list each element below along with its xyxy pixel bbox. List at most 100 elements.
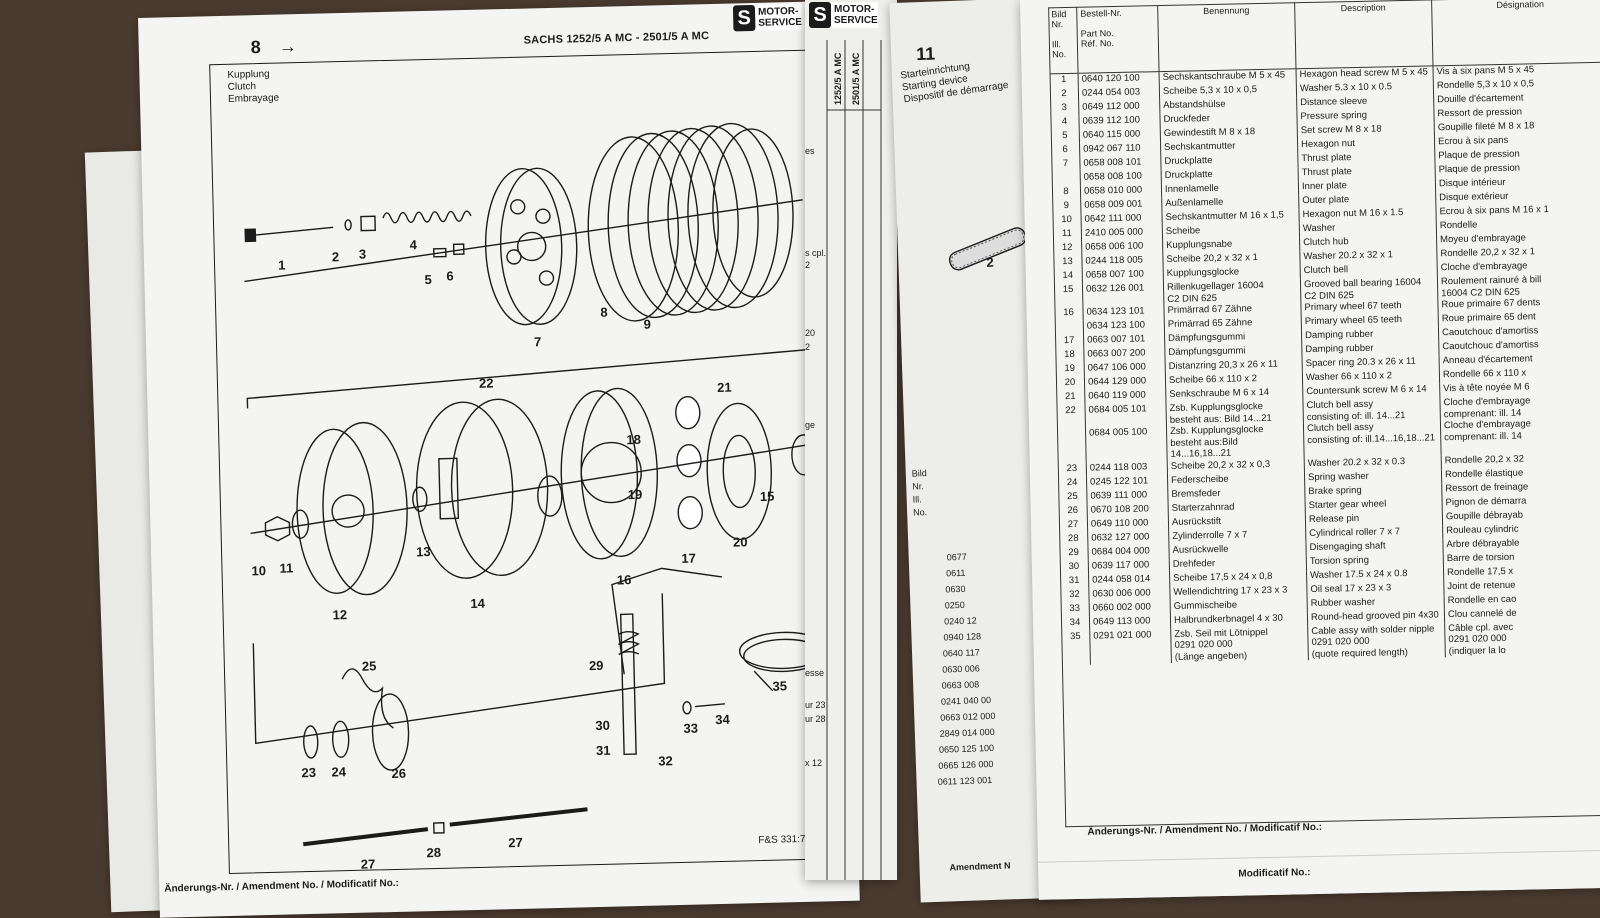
cell-ill-no: 23 xyxy=(1057,462,1087,477)
brand-top: MOTOR- xyxy=(834,4,875,15)
cell-ill-no: 34 xyxy=(1060,616,1090,631)
callout-20: 20 xyxy=(733,534,748,549)
cell-benennung: Zsb. Kupplungsglocke besteht aus: Bild 1… xyxy=(1165,400,1304,427)
callout-26: 26 xyxy=(391,766,406,781)
hdr-ill: Ill. xyxy=(912,494,922,505)
col-header-1252: 1252/5 A MC xyxy=(833,52,843,105)
callout-12: 12 xyxy=(332,607,347,622)
cell-part-no: 0291 021 000 xyxy=(1089,628,1172,665)
hdr-nr: Nr. xyxy=(912,481,924,492)
cell-ill-no: 6 xyxy=(1051,143,1080,159)
callout-16: 16 xyxy=(617,572,632,587)
part-number-fragment: 0663 008 xyxy=(941,679,980,691)
col-description: Description xyxy=(1294,0,1433,69)
page-number: 11 xyxy=(915,43,936,65)
cell-ill-no: 25 xyxy=(1058,490,1088,505)
cell-ill-no xyxy=(1051,171,1081,187)
callout-2: 2 xyxy=(986,254,994,270)
sachs-logo-strip: S MOTOR- SERVICE xyxy=(809,2,878,28)
diagram-page: 8 → SACHS 1252/5 A MC - 2501/5 A MC S MO… xyxy=(138,0,860,918)
cell-ill-no: 30 xyxy=(1059,560,1089,575)
callout-4: 4 xyxy=(409,237,417,252)
part-number-fragment: 0630 006 xyxy=(942,663,980,675)
arrow-icon: → xyxy=(278,36,297,57)
cell-ill-no: 15 xyxy=(1053,283,1083,308)
parts-list-page: Bild Nr. Ill. No. Bestell-Nr. Part No. R… xyxy=(1020,0,1600,900)
callout-27-right: 27 xyxy=(508,835,523,850)
cell-description: Grooved ball bearing 16004 C2 DIN 625 xyxy=(1300,276,1438,303)
part-number-fragment: 2849 014 000 xyxy=(939,726,995,739)
cell-benennung: Rillenkugellager 16004 C2 DIN 625 xyxy=(1163,279,1301,306)
hdr-bild: Bild xyxy=(911,468,927,479)
sachs-s-icon: S xyxy=(809,2,831,28)
cell-ill-no: 21 xyxy=(1056,390,1085,406)
cell-part-no: 0684 005 100 xyxy=(1085,426,1168,463)
callout-32: 32 xyxy=(658,753,673,768)
callout-3: 3 xyxy=(359,247,367,262)
callout-labels: 1 2 3 4 5 6 7 8 9 22 21 18 19 15 10 11 1… xyxy=(251,237,787,872)
part-number-fragment: 0611 123 001 xyxy=(937,774,993,787)
col-part-no: Bestell-Nr. Part No. Réf. No. xyxy=(1076,5,1160,74)
part-number-fragment: 0611 xyxy=(945,567,966,579)
callout-35: 35 xyxy=(772,678,787,693)
callout-28: 28 xyxy=(426,845,441,860)
clutch-exploded-diagram: 1 2 3 4 5 6 7 8 9 22 21 18 19 15 10 11 1… xyxy=(244,122,829,872)
page-title: SACHS 1252/5 A MC - 2501/5 A MC xyxy=(523,30,710,47)
part-number-fragment: 0240 12 xyxy=(943,615,977,627)
strip-fragment: ur 28 xyxy=(805,714,826,724)
cell-description: Clutch bell assy consisting of: ill. 14.… xyxy=(1302,397,1441,424)
cell-benennung: Zsb. Seil mit Lötnippel 0291 020 000 (Lä… xyxy=(1170,625,1309,663)
callout-19: 19 xyxy=(628,487,643,502)
callout-14: 14 xyxy=(470,596,486,611)
callout-6: 6 xyxy=(446,268,454,283)
callout-11: 11 xyxy=(279,560,293,575)
col-bild: Bild Nr. Ill. No. xyxy=(1048,6,1079,74)
callout-23: 23 xyxy=(301,765,316,780)
cell-ill-no: 12 xyxy=(1053,241,1082,257)
cell-ill-no: 3 xyxy=(1050,101,1079,117)
cell-designation: Cloche d'embrayage comprenant: ill. 14 xyxy=(1443,395,1531,420)
page-number: 8 xyxy=(250,37,262,58)
callout-29: 29 xyxy=(589,658,604,673)
cell-designation: Cloche d'embrayage comprenant: ill. 14 xyxy=(1443,418,1531,443)
part-number-fragment: 0663 012 000 xyxy=(940,710,996,723)
callout-5: 5 xyxy=(424,272,432,287)
sachs-s-icon: S xyxy=(732,4,756,32)
amendment-label: Änderungs-Nr. / Amendment No. / Modifica… xyxy=(164,877,399,895)
cell-ill-no: 9 xyxy=(1052,199,1081,215)
cell-ill-no xyxy=(1056,427,1087,463)
figure-code: F&S 331:7 xyxy=(758,833,806,847)
cell-ill-no: 22 xyxy=(1056,404,1086,429)
parts-table: Bild Nr. Ill. No. Bestell-Nr. Part No. R… xyxy=(1048,0,1600,666)
table-header-fragment: Bild Nr. Ill. No. xyxy=(912,467,929,519)
strip-fragment: ur 23 xyxy=(805,700,826,710)
callout-27-left: 27 xyxy=(361,856,376,871)
cell-ill-no: 13 xyxy=(1053,255,1083,271)
amendment-fragment: Modificatif No.: xyxy=(1238,867,1311,880)
bolt-head-shape xyxy=(244,228,257,243)
cell-ill-no: 19 xyxy=(1055,362,1085,378)
col-header-2501: 2501/5 A MC xyxy=(851,52,861,105)
callout-17: 17 xyxy=(681,551,696,566)
cell-ill-no: 14 xyxy=(1053,269,1083,285)
cell-ill-no: 5 xyxy=(1050,129,1080,145)
part-number-fragment: 0250 xyxy=(944,599,966,611)
part-number-fragment: 0630 xyxy=(945,583,966,595)
callout-13: 13 xyxy=(416,544,431,559)
cell-designation: Câble cpl. avec 0291 020 000 (indiquer l… xyxy=(1448,621,1514,657)
cell-ill-no: 20 xyxy=(1055,376,1085,392)
cell-ill-no: 7 xyxy=(1051,157,1081,173)
cell-ill-no: 17 xyxy=(1055,334,1084,350)
cell-ill-no: 10 xyxy=(1052,213,1082,229)
cell-benennung: Zsb. Kupplungsglocke besteht aus:Bild 14… xyxy=(1166,423,1305,461)
cell-ill-no: 28 xyxy=(1059,532,1088,547)
cell-ill-no: 8 xyxy=(1051,185,1081,201)
strip-fragment: 2 xyxy=(805,342,811,352)
cell-designation: Roulement rainuré à bill 16004 C2 DIN 62… xyxy=(1440,274,1542,299)
strip-fragment: 20 xyxy=(805,328,816,338)
amendment-fragment: Amendment N xyxy=(949,860,1011,873)
callout-34: 34 xyxy=(715,712,731,727)
callout-7: 7 xyxy=(534,334,542,349)
cell-ill-no: 1 xyxy=(1049,73,1079,89)
column-rules xyxy=(826,40,882,880)
